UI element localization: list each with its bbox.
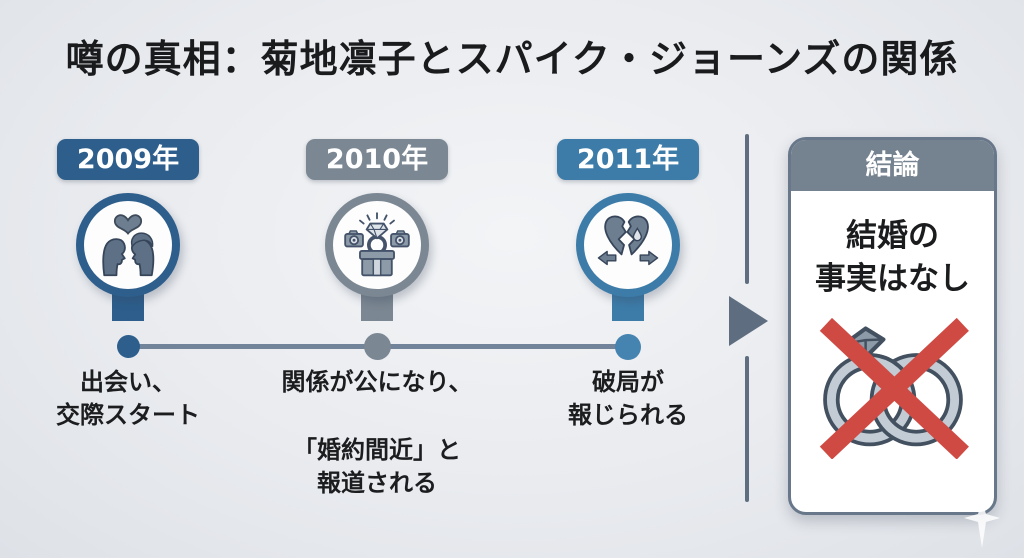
event-description-2009: 出会い、 交際スタート xyxy=(56,368,200,429)
event-subdescription-2010: 「婚約間近」と 報道される xyxy=(293,436,461,497)
pin-circle xyxy=(576,193,680,297)
event-description-2011: 破局が 報じられる xyxy=(568,368,688,429)
couple-facing-heart-icon xyxy=(92,209,164,281)
conclusion-header: 結論 xyxy=(791,140,994,191)
event-description-2010: 関係が公になり、 xyxy=(281,368,473,396)
broken-heart-icon xyxy=(592,209,664,281)
timeline-dot-2011 xyxy=(615,334,641,360)
page-title: 噂の真相：菊地凛子とスパイク・ジョーンズの関係 xyxy=(65,37,959,81)
pin-circle xyxy=(325,193,429,297)
engagement-ring-cameras-icon xyxy=(340,208,414,282)
timeline-pin-2009 xyxy=(76,193,180,325)
timeline-pin-2011 xyxy=(576,193,680,325)
timeline-event-2009: 2009年 xyxy=(18,139,238,325)
timeline-event-2010: 2010年 xyxy=(267,139,487,325)
year-badge-2011: 2011年 xyxy=(556,139,700,180)
right-arrow-icon xyxy=(729,296,768,346)
timeline-dot-2009 xyxy=(117,335,140,358)
year-badge-2010: 2010年 xyxy=(305,139,449,180)
year-badge-2009: 2009年 xyxy=(56,139,200,180)
timeline-dot-2010 xyxy=(364,333,391,360)
conclusion-box: 結論 結婚の 事実はなし xyxy=(788,137,997,515)
sparkle-icon xyxy=(962,500,1002,552)
divider-line-bottom xyxy=(745,356,749,502)
pin-circle xyxy=(76,193,180,297)
conclusion-text: 結婚の 事実はなし xyxy=(815,218,970,297)
no-wedding-rings-icon xyxy=(791,313,994,463)
timeline-pin-2010 xyxy=(325,193,429,325)
divider-line-top xyxy=(745,134,749,284)
timeline-event-2011: 2011年 xyxy=(518,139,738,325)
